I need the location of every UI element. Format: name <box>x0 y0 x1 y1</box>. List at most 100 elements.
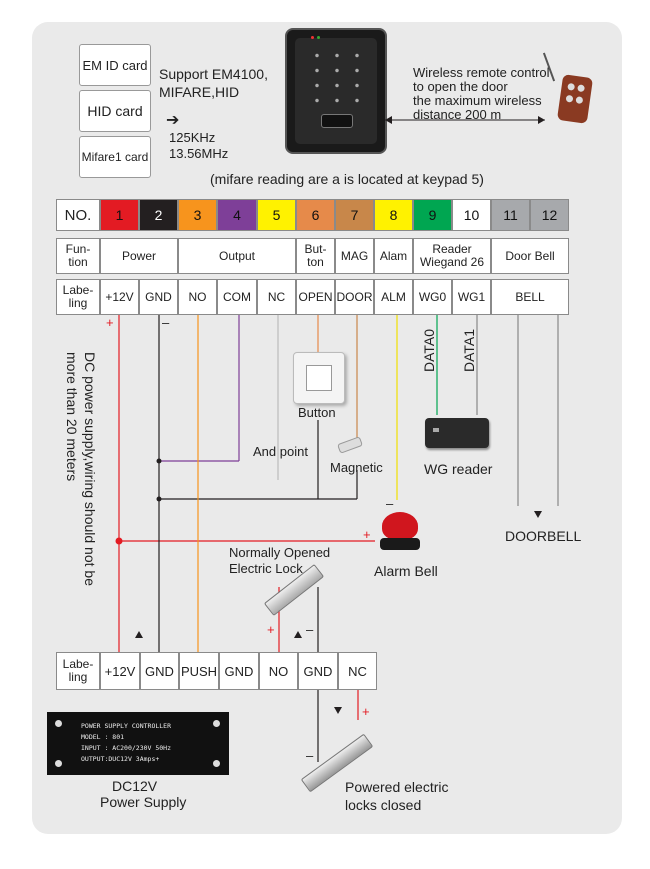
alarm-bell-icon <box>380 512 420 552</box>
data1-label: DATA1 <box>461 328 477 372</box>
wire-number-6: 6 <box>296 199 335 231</box>
bottom-labeling-row: Labe- ling +12V GND PUSH GND NO GND NC <box>56 652 377 690</box>
minus-marker: – <box>386 496 394 511</box>
label-alm: ALM <box>374 279 413 315</box>
label-com: COM <box>217 279 257 315</box>
keypad-grid <box>307 48 367 110</box>
support-line-1: Support EM4100, <box>159 66 268 82</box>
bottom-label-gnd: GND <box>140 652 179 690</box>
arrow-right-icon: ➔ <box>166 112 180 129</box>
arrow-up-icon <box>135 631 143 638</box>
no-header: NO. <box>56 199 100 231</box>
arrow-down-icon <box>334 707 342 714</box>
doorbell-label: DOORBELL <box>505 528 582 544</box>
psu-caption-2: Power Supply <box>100 794 187 810</box>
wire-number-7: 7 <box>335 199 374 231</box>
wire-number-1: 1 <box>100 199 139 231</box>
power-supply-plate: POWER SUPPLY CONTROLLER MODEL : 801 INPU… <box>47 712 229 775</box>
label-bell: BELL <box>491 279 569 315</box>
wire-number-5: 5 <box>257 199 296 231</box>
label-12v: +12V <box>100 279 139 315</box>
magnetic-label: Magnetic <box>330 460 383 475</box>
label-wg0: WG0 <box>413 279 452 315</box>
powered-lock-line-1: Powered electric <box>345 779 449 795</box>
bottom-label-gnd-3: GND <box>298 652 338 690</box>
wire-number-10: 10 <box>452 199 491 231</box>
function-reader: Reader Wiegand 26 <box>413 238 491 274</box>
exit-button-icon <box>293 352 345 404</box>
wg-reader-label: WG reader <box>424 461 493 477</box>
remote-line-4: distance 200 m <box>413 107 502 122</box>
function-output: Output <box>178 238 296 274</box>
wire-number-8: 8 <box>374 199 413 231</box>
wire-number-12: 12 <box>530 199 569 231</box>
function-button: But- ton <box>296 238 335 274</box>
wire-number-4: 4 <box>217 199 257 231</box>
minus-marker: – <box>162 315 170 330</box>
arrow-up-icon <box>294 631 302 638</box>
bottom-label-no: NO <box>259 652 298 690</box>
psu-line-3: INPUT : AC200/230V 50Hz <box>81 744 172 752</box>
mifare-note: (mifare reading are a is located at keyp… <box>210 171 484 187</box>
keypad-reader-device <box>285 28 387 154</box>
wire-number-9: 9 <box>413 199 452 231</box>
support-line-2: MIFARE,HID <box>159 84 240 100</box>
dc-note-line-1: DC power supply,wiring should not be <box>82 352 98 586</box>
function-power: Power <box>100 238 178 274</box>
and-point-label: And point <box>253 444 308 459</box>
function-doorbell: Door Bell <box>491 238 569 274</box>
wire-number-11: 11 <box>491 199 530 231</box>
wg-reader-icon <box>425 418 489 448</box>
bottom-label-12v: +12V <box>100 652 140 690</box>
dc-note-line-2: more than 20 meters <box>64 352 80 482</box>
remote-line-1: Wireless remote control <box>413 65 550 80</box>
label-no: NO <box>178 279 217 315</box>
bottom-label-push: PUSH <box>179 652 219 690</box>
bottom-label-nc: NC <box>338 652 377 690</box>
psu-line-4: OUTPUT:DUC12V 3Amps+ <box>81 755 160 763</box>
plus-marker: + <box>363 527 371 542</box>
function-mag: MAG <box>335 238 374 274</box>
plus-marker: + <box>267 622 275 637</box>
labeling-row: Labe- ling +12V GND NO COM NC OPEN DOOR … <box>56 279 569 315</box>
function-header: Fun- tion <box>56 238 100 274</box>
function-row: Fun- tion Power Output But- ton MAG Alam… <box>56 238 569 274</box>
psu-line-1: POWER SUPPLY CONTROLLER <box>81 722 172 730</box>
minus-marker: – <box>306 622 314 637</box>
no-lock-line-2: Electric Lock <box>229 561 303 576</box>
function-alarm: Alam <box>374 238 413 274</box>
wire-number-2: 2 <box>139 199 178 231</box>
labeling-header: Labe- ling <box>56 279 100 315</box>
bottom-label-gnd-2: GND <box>219 652 259 690</box>
remote-line-2: to open the door <box>413 79 508 94</box>
data0-label: DATA0 <box>421 328 437 372</box>
hid-card: HID card <box>79 90 151 132</box>
freq-line-1: 125KHz <box>169 130 216 145</box>
button-label: Button <box>298 405 336 420</box>
arrow-down-icon <box>534 511 542 518</box>
label-door: DOOR <box>335 279 374 315</box>
plus-marker: + <box>362 704 370 719</box>
bottom-labeling-header: Labe- ling <box>56 652 100 690</box>
arrow-left-icon <box>385 116 392 124</box>
alarm-bell-label: Alarm Bell <box>374 563 438 579</box>
em-id-card: EM ID card <box>79 44 151 86</box>
psu-caption-1: DC12V <box>112 778 158 794</box>
reader-window <box>321 114 353 128</box>
freq-line-2: 13.56MHz <box>169 146 229 161</box>
wire-number-3: 3 <box>178 199 217 231</box>
plus-marker: + <box>106 315 114 330</box>
arrow-right-icon <box>538 116 545 124</box>
label-open: OPEN <box>296 279 335 315</box>
label-wg1: WG1 <box>452 279 491 315</box>
psu-line-2: MODEL : 801 <box>81 733 125 741</box>
remote-line-3: the maximum wireless <box>413 93 542 108</box>
no-lock-line-1: Normally Opened <box>229 545 331 560</box>
mifare1-card: Mifare1 card <box>79 136 151 178</box>
label-gnd: GND <box>139 279 178 315</box>
powered-lock-line-2: locks closed <box>345 797 422 813</box>
wires <box>118 315 559 762</box>
minus-marker: – <box>306 748 314 763</box>
